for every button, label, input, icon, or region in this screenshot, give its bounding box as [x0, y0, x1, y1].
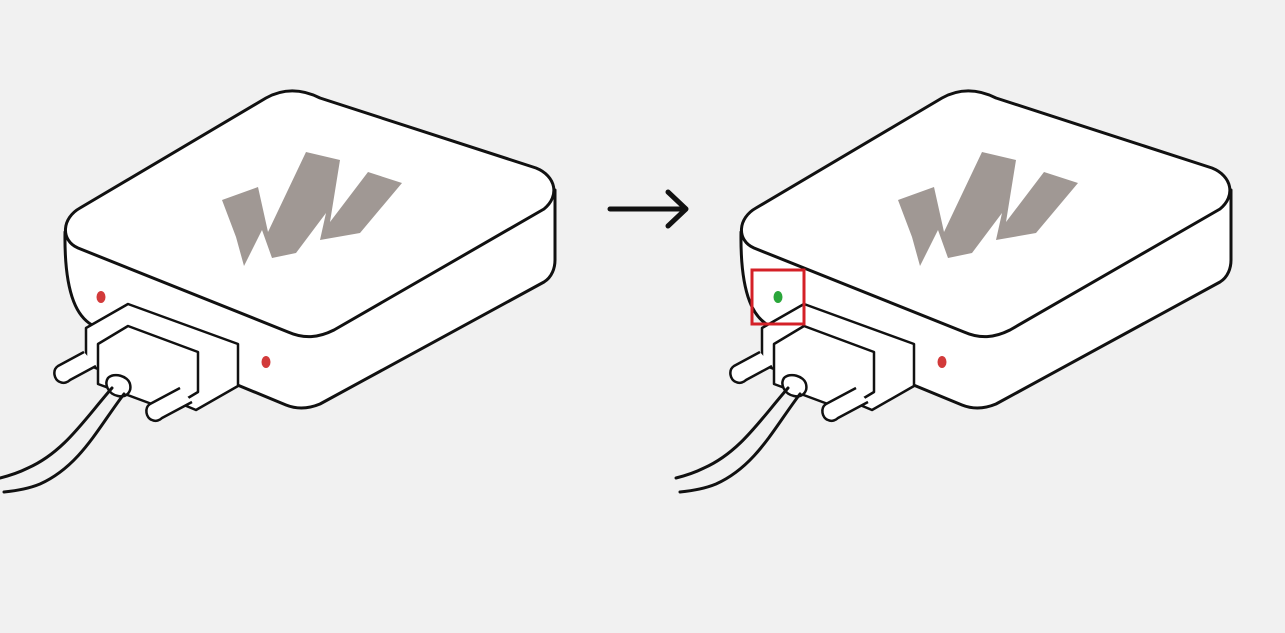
- led-highlight-box: [750, 268, 806, 326]
- device-after: [674, 89, 1233, 494]
- right-status-led: [261, 356, 271, 368]
- right-arrow-icon: [607, 189, 689, 229]
- right-status-led: [937, 356, 947, 368]
- left-status-led: [96, 291, 106, 303]
- left-status-led: [773, 291, 783, 303]
- device-before: [0, 89, 557, 494]
